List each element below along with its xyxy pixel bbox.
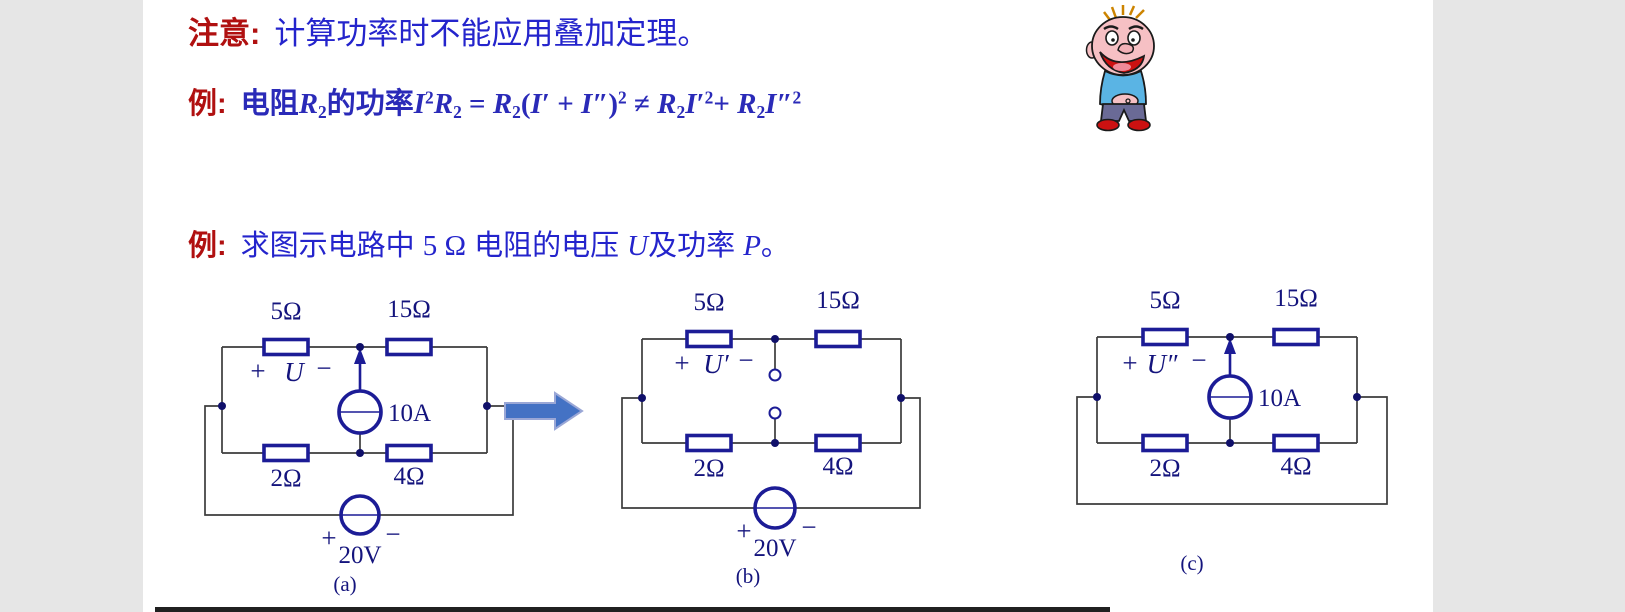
minus-sign-u-c: − [1191, 345, 1206, 375]
cartoon-shoe-right [1127, 118, 1151, 132]
resistor-2ohm-b [685, 433, 733, 453]
note-text: 计算功率时不能应用叠加定理。 [274, 16, 709, 51]
voltage-u-label-b: U′ [703, 349, 729, 379]
label-r-bottom-left-b: 2Ω [693, 455, 724, 482]
caption-c: (c) [1180, 551, 1203, 575]
resistor-4ohm-c [1272, 433, 1320, 453]
caption-a: (a) [333, 572, 356, 596]
example1-label: 例: [188, 88, 227, 120]
label-r-top-left-a: 5Ω [270, 298, 301, 325]
minus-sign-u-a: − [316, 353, 331, 383]
plus-sign-u-b: + [674, 348, 689, 378]
cartoon-eyebrow-right [1128, 25, 1144, 31]
label-r-top-left-c: 5Ω [1149, 287, 1180, 314]
transform-arrow-icon [504, 391, 584, 431]
label-r-top-right-c: 15Ω [1274, 285, 1318, 312]
power-formula: 电阻R2的功率I2R2 = R2(I′ + I″)2 ≠ R2I′2+ R2I″… [240, 87, 802, 122]
minus-sign-v-a: − [385, 519, 400, 549]
cartoon-pants [1099, 103, 1148, 122]
caption-b: (b) [736, 564, 761, 588]
voltage-source-value-a: 20V [338, 542, 381, 569]
cartoon-eyebrow-left [1103, 25, 1119, 31]
resistor-5ohm-b [685, 329, 733, 349]
plus-sign-v-b: + [736, 516, 751, 546]
label-r-bottom-right-b: 4Ω [822, 453, 853, 480]
example2-label: 例: [188, 230, 227, 262]
label-r-bottom-left-a: 2Ω [270, 465, 301, 492]
label-r-bottom-right-c: 4Ω [1280, 453, 1311, 480]
label-r-bottom-right-a: 4Ω [393, 463, 424, 490]
resistor-5ohm-a [262, 337, 310, 357]
circuit-a: 5Ω 15Ω 2Ω 4Ω + U − 10A + 20V − (a) [204, 296, 514, 596]
note-line: 注意: 计算功率时不能应用叠加定理。 [188, 8, 708, 53]
label-r-bottom-left-c: 2Ω [1149, 455, 1180, 482]
example1-line: 例: 电阻R2的功率I2R2 = R2(I′ + I″)2 ≠ R2I′2+ R2… [188, 80, 801, 123]
voltage-source-value-b: 20V [753, 535, 796, 562]
resistor-2ohm-c [1141, 433, 1189, 453]
label-r-top-right-a: 15Ω [387, 296, 431, 323]
example2-line: 例: 求图示电路中 5 Ω 电阻的电压 U及功率 P。 [188, 222, 790, 264]
example2-text: 求图示电路中 5 Ω 电阻的电压 U及功率 P。 [240, 230, 790, 262]
circuit-c: 5Ω 15Ω 2Ω 4Ω + U″ − 10A (c) [1076, 285, 1388, 575]
plus-sign-v-a: + [321, 523, 336, 553]
circuit-b: 5Ω 15Ω 2Ω 4Ω + U′ − + 20V − (b) [621, 287, 921, 588]
label-r-top-right-b: 15Ω [816, 287, 860, 314]
cartoon-hair [1103, 5, 1145, 21]
note-label: 注意: [188, 16, 261, 51]
resistor-2ohm-a [262, 443, 310, 463]
resistor-4ohm-b [814, 433, 862, 453]
minus-sign-u-b: − [738, 345, 753, 375]
cartoon-tongue [1113, 63, 1131, 71]
cartoon-shoe-left [1096, 118, 1120, 132]
cartoon-eye-right [1127, 30, 1141, 46]
current-source-value-a: 10A [388, 400, 431, 427]
open-terminal-top-b [768, 368, 782, 382]
resistor-15ohm-c [1272, 327, 1320, 347]
cartoon-boy-image [1085, 5, 1155, 132]
cartoon-mouth [1099, 51, 1146, 74]
plus-sign-u-a: + [250, 356, 265, 386]
resistor-5ohm-c [1141, 327, 1189, 347]
resistor-15ohm-b [814, 329, 862, 349]
label-r-top-left-b: 5Ω [693, 289, 724, 316]
cartoon-nose [1117, 42, 1135, 55]
minus-sign-v-b: − [801, 512, 816, 542]
current-source-value-c: 10A [1258, 385, 1301, 412]
cartoon-eye-left [1105, 30, 1119, 46]
voltage-u-label-c: U″ [1147, 349, 1178, 379]
plus-sign-u-c: + [1122, 348, 1137, 378]
slide-canvas: 注意: 计算功率时不能应用叠加定理。 例: 电阻R2的功率I2R2 = R2(I′ … [143, 0, 1433, 612]
voltage-u-label-a: U [284, 357, 305, 387]
resistor-15ohm-a [385, 337, 433, 357]
bottom-progress-bar [155, 607, 1110, 612]
resistor-4ohm-a [385, 443, 433, 463]
open-terminal-bottom-b [768, 406, 782, 420]
